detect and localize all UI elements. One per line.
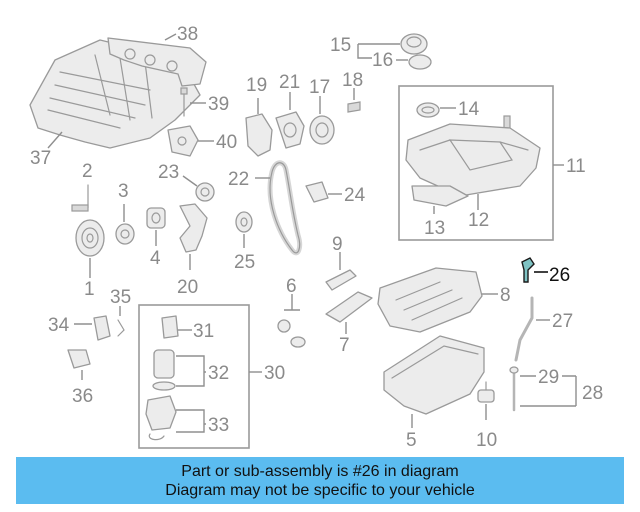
part-3-sprocket[interactable]: [115, 223, 135, 245]
info-banner: Part or sub-assembly is #26 in diagram D…: [16, 457, 624, 504]
callout-19[interactable]: 19: [246, 75, 267, 96]
callout-7[interactable]: 7: [339, 335, 350, 356]
part-6-plug-and-washer[interactable]: [277, 319, 306, 348]
part-25-idler[interactable]: [235, 211, 253, 233]
part-5-oil-pan-lower[interactable]: [383, 335, 485, 415]
callout-14[interactable]: 14: [458, 99, 480, 120]
callout-10[interactable]: 10: [476, 430, 497, 451]
callout-11[interactable]: 11: [566, 156, 586, 177]
part-19-timing-cover[interactable]: [245, 113, 273, 157]
leader-32: [176, 355, 206, 387]
callout-28[interactable]: 28: [582, 383, 603, 404]
part-18-key[interactable]: [347, 101, 361, 113]
callout-5[interactable]: 5: [406, 430, 417, 451]
part-9-baffle[interactable]: [325, 269, 357, 291]
leader-6: [284, 294, 300, 311]
leader-37: [47, 131, 63, 149]
callout-12[interactable]: 12: [468, 210, 489, 231]
part-26-dipstick-handle[interactable]: [521, 257, 535, 283]
callout-1[interactable]: 1: [84, 279, 95, 300]
callout-25[interactable]: 25: [234, 252, 255, 273]
part-40-sensor[interactable]: [167, 125, 199, 157]
part-23-tensioner[interactable]: [195, 182, 215, 202]
callout-21[interactable]: 21: [279, 72, 300, 93]
part-20-tensioner-arm[interactable]: [179, 203, 208, 253]
part-35-clip[interactable]: [117, 319, 125, 337]
part-33-filter-housing[interactable]: [145, 395, 177, 441]
part-14-seal[interactable]: [416, 102, 440, 118]
group-box-30: [138, 304, 250, 449]
callout-36[interactable]: 36: [72, 386, 93, 407]
callout-4[interactable]: 4: [150, 248, 161, 269]
part-16-oil-filler-cap[interactable]: [400, 33, 432, 70]
part-12-gasket[interactable]: [411, 185, 469, 207]
callout-26[interactable]: 26: [549, 265, 570, 286]
callout-38[interactable]: 38: [177, 24, 198, 45]
part-32-oil-filter[interactable]: [152, 349, 176, 391]
callout-35[interactable]: 35: [110, 287, 131, 308]
callout-24[interactable]: 24: [344, 185, 366, 206]
callout-2[interactable]: 2: [82, 161, 93, 182]
callout-17[interactable]: 17: [309, 77, 330, 98]
callout-37[interactable]: 37: [30, 148, 51, 169]
callout-20[interactable]: 20: [177, 277, 198, 298]
callout-30[interactable]: 30: [264, 363, 285, 384]
part-8-oil-pan-upper[interactable]: [377, 267, 483, 333]
part-valve-cover[interactable]: [405, 123, 541, 197]
callout-32[interactable]: 32: [208, 363, 229, 384]
callout-3[interactable]: 3: [118, 181, 129, 202]
callout-22[interactable]: 22: [228, 169, 249, 190]
callout-23[interactable]: 23: [158, 162, 179, 183]
part-39-bolt[interactable]: [180, 87, 188, 117]
leader-23: [182, 175, 198, 187]
callout-6[interactable]: 6: [286, 276, 297, 297]
part-22-timing-belt[interactable]: [267, 160, 303, 256]
part-36-bracket[interactable]: [67, 349, 91, 369]
part-1-crankshaft-pulley[interactable]: [75, 219, 105, 257]
leader-28-29: [520, 375, 577, 407]
part-31-bracket[interactable]: [161, 315, 179, 339]
callout-18[interactable]: 18: [342, 70, 363, 91]
part-7-windage-tray[interactable]: [325, 291, 373, 323]
part-34-sensor[interactable]: [93, 315, 111, 341]
banner-line-2: Diagram may not be specific to your vehi…: [165, 481, 475, 499]
callout-31[interactable]: 31: [193, 321, 214, 342]
group-box-11: [398, 85, 554, 241]
callout-40[interactable]: 40: [216, 132, 237, 153]
callout-29[interactable]: 29: [538, 367, 559, 388]
callout-34[interactable]: 34: [48, 315, 70, 336]
part-24-roller[interactable]: [305, 181, 329, 203]
callout-33[interactable]: 33: [208, 415, 229, 436]
part-2-bolt[interactable]: [71, 184, 89, 212]
banner-line-1: Part or sub-assembly is #26 in diagram: [181, 462, 459, 480]
part-17-camshaft-sprocket[interactable]: [309, 115, 335, 145]
leader-38: [164, 33, 177, 41]
callout-27[interactable]: 27: [552, 311, 573, 332]
leader-33: [176, 409, 206, 433]
part-4-sprocket[interactable]: [146, 207, 166, 229]
callout-13[interactable]: 13: [424, 218, 445, 239]
part-21-cover[interactable]: [275, 111, 305, 149]
part-29-tube[interactable]: [509, 366, 519, 412]
part-10-drain-plug[interactable]: [477, 381, 495, 403]
callout-39[interactable]: 39: [208, 94, 229, 115]
leader-15: [357, 43, 400, 59]
part-bolt-valve-cover[interactable]: [503, 115, 511, 129]
callout-16[interactable]: 16: [372, 50, 393, 71]
callout-15[interactable]: 15: [330, 35, 351, 56]
part-38-manifold-gasket[interactable]: [107, 37, 207, 87]
part-27-dipstick-tube[interactable]: [514, 296, 534, 362]
callout-9[interactable]: 9: [332, 234, 343, 255]
callout-8[interactable]: 8: [500, 285, 511, 306]
